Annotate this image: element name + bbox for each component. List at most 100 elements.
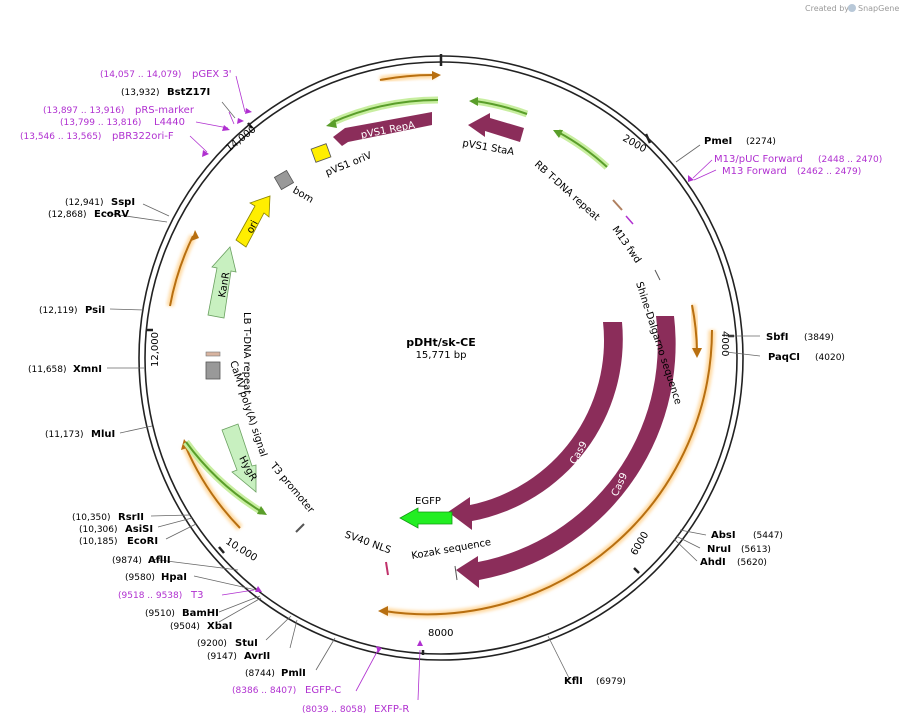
pvs1-oriv-label: pVS1 oriV xyxy=(324,150,374,179)
primer-exfpr-name: EXFP-R xyxy=(374,704,409,715)
pvs1-staa-arrow[interactable] xyxy=(468,113,524,142)
site-pmli-pos: (8744) xyxy=(245,669,275,679)
site-ecori-name: EcoRI xyxy=(127,536,158,547)
primer-prs-name: pRS-marker xyxy=(135,105,195,116)
site-psii-pos: (12,119) xyxy=(39,306,78,316)
leader-lines xyxy=(104,101,761,681)
primer-ticks xyxy=(202,108,694,653)
bom-box[interactable] xyxy=(273,169,295,191)
camv-box[interactable] xyxy=(205,361,221,380)
sv40-nls-mark[interactable] xyxy=(385,561,389,576)
primer-pgex3-pos: (14,057 .. 14,079) xyxy=(100,70,181,80)
site-paqci-pos: (4020) xyxy=(815,353,845,363)
site-aflii-name: AflII xyxy=(148,555,171,566)
site-sbfi-name: SbfI xyxy=(766,332,788,343)
sv40-nls-label: SV40 NLS xyxy=(343,529,392,556)
site-absi-name: AbsI xyxy=(711,530,736,541)
hygr-arrow[interactable]: HygR xyxy=(221,423,259,493)
primer-m13puc-pos: (2448 .. 2470) xyxy=(818,155,882,165)
site-bamhi-name: BamHI xyxy=(182,608,219,619)
primer-pbr322-name: pBR322ori-F xyxy=(112,131,174,142)
site-asisi-pos: (10,306) xyxy=(79,525,118,535)
site-pmli-name: PmlI xyxy=(281,668,306,679)
site-sspi-pos: (12,941) xyxy=(65,198,104,208)
site-bstz17i-name: BstZ17I xyxy=(167,87,210,98)
site-bamhi-pos: (9510) xyxy=(145,609,175,619)
site-aflii-pos: (9874) xyxy=(112,556,142,566)
primer-l4440-pos: (13,799 .. 13,816) xyxy=(60,118,141,128)
primer-egfpc-pos: (8386 .. 8407) xyxy=(232,686,296,696)
primer-pbr322-pos: (13,546 .. 13,565) xyxy=(20,132,101,142)
site-bstz17i-pos: (13,932) xyxy=(121,88,160,98)
site-xmni-pos: (11,658) xyxy=(28,365,67,375)
site-sspi-name: SspI xyxy=(111,197,135,208)
primer-m13f-name: M13 Forward xyxy=(722,166,787,177)
primer-l4440-name: L4440 xyxy=(154,117,185,128)
pvs1-oriv-box[interactable] xyxy=(310,143,332,163)
primer-egfpc-name: EGFP-C xyxy=(305,685,341,696)
site-rsrii-pos: (10,350) xyxy=(72,513,111,523)
plasmid-size: 15,771 bp xyxy=(416,350,467,361)
site-asisi-name: AsiSI xyxy=(125,524,153,535)
site-stui-pos: (9200) xyxy=(197,639,227,649)
site-ahdi-name: AhdI xyxy=(700,557,726,568)
site-xbai-name: XbaI xyxy=(207,621,232,632)
pvs1-staa-label: pVS1 StaA xyxy=(461,138,515,158)
snapgene-logo-icon xyxy=(848,4,856,12)
ori-arrow[interactable]: ori xyxy=(235,195,271,248)
primer-exfpr-pos: (8039 .. 8058) xyxy=(302,705,366,715)
m13fwd-mark[interactable] xyxy=(625,215,634,225)
site-ahdi-pos: (5620) xyxy=(737,558,767,568)
tick-label-10000: 10,000 xyxy=(223,536,259,564)
kanr-arrow[interactable]: KanR xyxy=(207,246,237,319)
tick-label-4000: 4000 xyxy=(719,331,730,356)
site-ecorv-name: EcoRV xyxy=(94,209,129,220)
tick-label-8000: 8000 xyxy=(428,628,453,639)
rb-repeat-label: RB T-DNA repeat xyxy=(532,159,602,223)
site-nrui-pos: (5613) xyxy=(741,545,771,555)
primer-t3-pos: (9518 .. 9538) xyxy=(118,591,182,601)
m13fwd-label: M13 fwd xyxy=(610,224,643,265)
primer-prs-pos: (13,897 .. 13,916) xyxy=(43,106,124,116)
egfp-label: EGFP xyxy=(415,496,441,507)
site-kfli-pos: (6979) xyxy=(596,677,626,687)
tick-10000 xyxy=(218,546,225,554)
lb-repeat-mark[interactable] xyxy=(205,351,221,357)
egfp-arrow[interactable] xyxy=(399,507,453,529)
orange-arcs xyxy=(166,71,716,618)
site-xmni-name: XmnI xyxy=(73,364,102,375)
shine-mark[interactable] xyxy=(654,269,661,281)
site-nrui-name: NruI xyxy=(707,544,731,555)
site-rsrii-name: RsrII xyxy=(118,512,144,523)
site-stui-name: StuI xyxy=(235,638,258,649)
site-pmei-pos: (2274) xyxy=(746,137,776,147)
tick-label-14000: 14,000 xyxy=(224,124,258,154)
site-mlui-pos: (11,173) xyxy=(45,430,84,440)
site-absi-pos: (5447) xyxy=(753,531,783,541)
primer-leader-lines xyxy=(189,75,717,701)
tick-label-12000: 12,000 xyxy=(150,332,161,367)
rb-repeat-mark[interactable] xyxy=(612,199,623,211)
watermark-text: Created by xyxy=(805,4,849,13)
site-mlui-name: MluI xyxy=(91,429,115,440)
kozak-mark[interactable] xyxy=(454,565,458,581)
ori-label: ori xyxy=(245,219,261,236)
primer-m13puc-name: M13/pUC Forward xyxy=(714,154,803,165)
bom-label: bom xyxy=(291,185,316,206)
tick-2000 xyxy=(644,133,652,144)
tick-6000 xyxy=(633,567,640,574)
site-hpai-pos: (9580) xyxy=(125,573,155,583)
tick-14000 xyxy=(247,122,253,129)
t3-promoter-mark[interactable] xyxy=(295,523,305,533)
site-hpai-name: HpaI xyxy=(161,572,187,583)
site-kfli-name: KflI xyxy=(564,676,583,687)
site-ecorv-pos: (12,868) xyxy=(48,210,87,220)
watermark-brand: SnapGene xyxy=(858,4,899,13)
site-pmei-name: PmeI xyxy=(704,136,732,147)
primer-m13f-pos: (2462 .. 2479) xyxy=(797,167,861,177)
site-avrii-name: AvrII xyxy=(244,651,270,662)
site-psii-name: PsiI xyxy=(85,305,105,316)
plasmid-name: pDHt/sk-CE xyxy=(406,336,476,349)
site-avrii-pos: (9147) xyxy=(207,652,237,662)
